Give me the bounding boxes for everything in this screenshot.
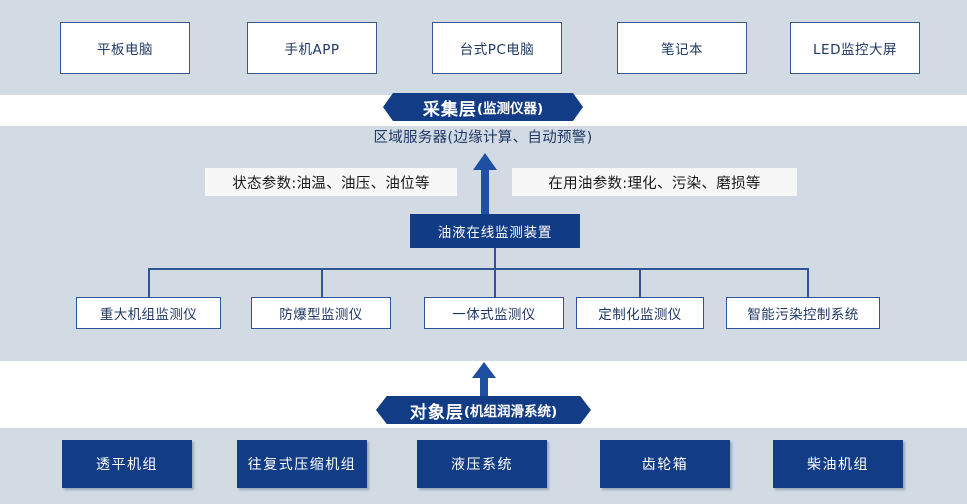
connector-device-stem <box>494 248 496 269</box>
object-item-gearbox[interactable]: 齿轮箱 <box>600 440 730 488</box>
object-item-label: 齿轮箱 <box>641 457 689 473</box>
banner-object-layer: 对象层 (机组润滑系统) <box>376 396 591 424</box>
edge-server-label-wrap: 区域服务器(边缘计算、自动预警) <box>333 126 633 147</box>
monitor-integrated[interactable]: 一体式监测仪 <box>424 297 564 329</box>
object-item-diesel-generator[interactable]: 柴油机组 <box>773 440 903 488</box>
monitor-customized[interactable]: 定制化监测仪 <box>576 297 704 329</box>
display-item-laptop[interactable]: 笔记本 <box>617 22 747 74</box>
display-item-label: 平板电脑 <box>97 42 153 58</box>
plate-oil-parameters: 在用油参数:理化、污染、磨损等 <box>512 168 797 196</box>
display-item-led-wall[interactable]: LED监控大屏 <box>790 22 920 74</box>
monitor-major-unit[interactable]: 重大机组监测仪 <box>76 297 221 329</box>
connector-drop-4 <box>639 268 641 298</box>
device-label: 油液在线监测装置 <box>437 225 553 241</box>
display-item-label: LED监控大屏 <box>813 42 897 58</box>
object-item-label: 液压系统 <box>451 457 513 473</box>
banner-object-main: 对象层 <box>409 402 464 423</box>
arrow-up-to-server <box>472 153 498 215</box>
edge-server-label: 区域服务器(边缘计算、自动预警) <box>373 130 593 146</box>
object-item-turbine[interactable]: 透平机组 <box>62 440 192 488</box>
monitor-explosion-proof[interactable]: 防爆型监测仪 <box>251 297 391 329</box>
object-item-label: 透平机组 <box>96 457 158 473</box>
display-item-label: 台式PC电脑 <box>459 42 535 58</box>
plate-status-parameters: 状态参数:油温、油压、油位等 <box>205 168 457 196</box>
object-item-reciprocating-compressor[interactable]: 往复式压缩机组 <box>237 440 367 488</box>
display-item-label: 笔记本 <box>661 42 703 58</box>
banner-collection-layer: 采集层 (监测仪器) <box>383 93 583 121</box>
plate-status-parameters-label: 状态参数:油温、油压、油位等 <box>232 175 430 192</box>
connector-horizontal-bus <box>148 268 808 270</box>
monitor-label: 重大机组监测仪 <box>99 307 198 323</box>
monitor-label: 一体式监测仪 <box>452 307 536 323</box>
connector-drop-3 <box>494 268 496 298</box>
arrow-up-to-monitors <box>471 362 497 396</box>
banner-object-sub: (机组润滑系统) <box>463 404 558 420</box>
object-item-hydraulic-system[interactable]: 液压系统 <box>417 440 547 488</box>
monitor-smart-contamination-control[interactable]: 智能污染控制系统 <box>726 297 880 329</box>
display-item-label: 手机APP <box>284 42 340 58</box>
plate-oil-parameters-label: 在用油参数:理化、污染、磨损等 <box>548 175 761 192</box>
display-item-mobile-app[interactable]: 手机APP <box>247 22 377 74</box>
connector-drop-2 <box>321 268 323 298</box>
monitor-label: 防爆型监测仪 <box>279 307 363 323</box>
banner-collection-main: 采集层 <box>422 99 477 120</box>
connector-drop-1 <box>148 268 150 298</box>
display-item-desktop-pc[interactable]: 台式PC电脑 <box>432 22 562 74</box>
online-oil-monitoring-device[interactable]: 油液在线监测装置 <box>410 214 580 248</box>
display-item-tablet[interactable]: 平板电脑 <box>60 22 190 74</box>
banner-collection-sub: (监测仪器) <box>476 101 544 117</box>
monitor-label: 智能污染控制系统 <box>747 307 859 323</box>
connector-drop-5 <box>807 268 809 298</box>
object-item-label: 柴油机组 <box>807 457 869 473</box>
object-item-label: 往复式压缩机组 <box>247 457 357 473</box>
monitor-label: 定制化监测仪 <box>598 307 682 323</box>
